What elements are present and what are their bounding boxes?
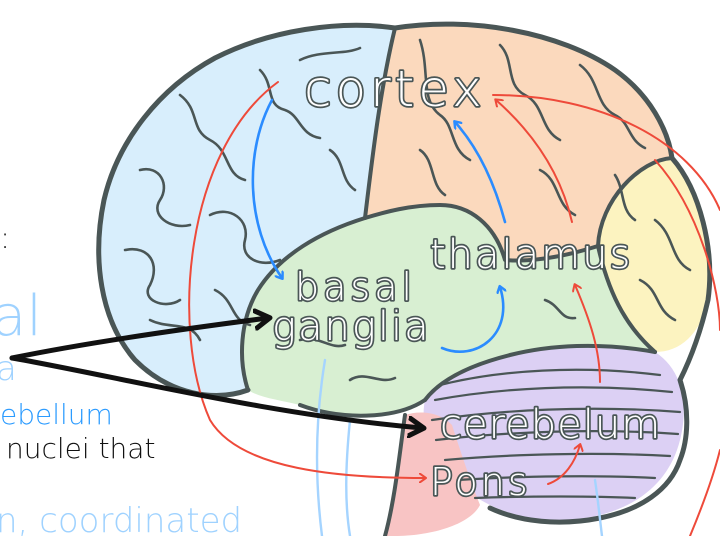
note-colon: :: [0, 221, 10, 256]
label-cerebellum: cerebelum: [440, 402, 661, 448]
label-ganglia: ganglia: [272, 304, 431, 350]
label-thalamus: thalamus: [430, 232, 632, 278]
label-cortex: cortex: [304, 60, 486, 118]
label-basal: basal: [295, 265, 416, 309]
label-pons: Pons: [430, 460, 531, 504]
note-frag-al: al: [0, 284, 42, 349]
note-cerebellum: ebellum: [0, 398, 113, 431]
note-frag-a: a: [0, 349, 17, 389]
note-nuclei: nuclei that: [6, 432, 155, 465]
right-red-line: [690, 450, 720, 536]
note-coordinated: n, coordinated: [0, 501, 242, 536]
